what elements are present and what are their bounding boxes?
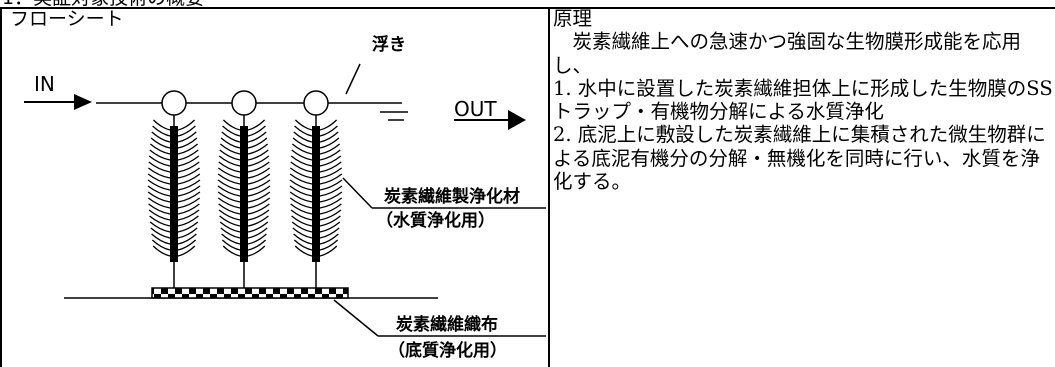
purifier-label-line1: 炭素繊維製浄化材 bbox=[384, 186, 520, 207]
flowsheet-diagram: IN 浮き OUT 炭素繊維製浄化材 （水質浄化用） 炭素繊維織布 （底質浄化用… bbox=[24, 34, 546, 361]
carbon-fiber-fabric-icon bbox=[151, 287, 349, 299]
table-left-border bbox=[0, 7, 2, 367]
principle-item-1: 1. 水中に設置した炭素繊維担体上に形成した生物膜のSSトラップ・有機物分解によ… bbox=[553, 76, 1053, 124]
fabric-label-line2: （底質浄化用） bbox=[388, 340, 507, 361]
principle-item-2: 2. 底泥上に敷設した炭素繊維上に集積された微生物群による底泥有機分の分解・無機… bbox=[553, 123, 1046, 194]
fabric-leader-line bbox=[333, 299, 546, 337]
fabric-label-line1: 炭素繊維織布 bbox=[396, 314, 498, 335]
flowsheet-title: フローシート bbox=[10, 8, 124, 30]
principle-intro: 炭素繊維上への急速かつ強固な生物膜形成能を応用し、 bbox=[553, 30, 1022, 77]
float-icon bbox=[231, 90, 257, 116]
in-label: IN bbox=[34, 72, 55, 96]
float-icon bbox=[303, 90, 329, 116]
table-top-border bbox=[0, 7, 1055, 9]
purifier-label-line2: （水質浄化用） bbox=[376, 210, 495, 231]
purifier-leader-line bbox=[342, 177, 546, 209]
carbon-fiber-purifier-icon bbox=[217, 115, 271, 290]
in-arrow-icon bbox=[24, 94, 92, 110]
float-label: 浮き bbox=[372, 34, 406, 55]
out-arrow-icon bbox=[486, 110, 526, 130]
carbon-fiber-purifier-icon bbox=[289, 115, 343, 290]
principle-title: 原理 bbox=[553, 7, 593, 30]
out-label: OUT bbox=[454, 97, 497, 121]
carbon-fiber-units bbox=[147, 115, 343, 290]
water-line bbox=[96, 102, 408, 121]
carbon-fiber-purifier-icon bbox=[147, 115, 201, 290]
float-icon bbox=[161, 90, 187, 116]
page-heading: 1．実証対象技術の概要 bbox=[2, 0, 204, 8]
principle-text: 原理 炭素繊維上への急速かつ強固な生物膜形成能を応用し、 1. 水中に設置した炭… bbox=[553, 7, 1053, 193]
float-leader-line bbox=[345, 63, 361, 95]
table-divider bbox=[548, 7, 550, 367]
